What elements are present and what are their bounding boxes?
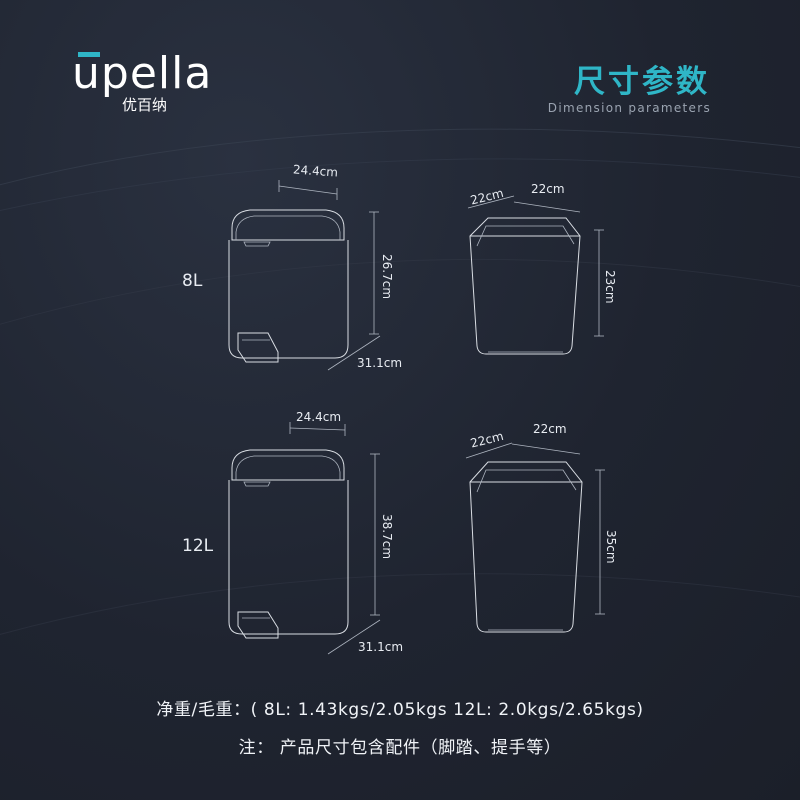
bin-12l-drawing [228, 422, 381, 655]
bin-12l-height-label: 38.7cm [380, 514, 394, 560]
weight-spec: 净重/毛重：( 8L: 1.43kgs/2.05kgs 12L: 2.0kgs/… [156, 700, 644, 720]
brand-logo: upella [72, 48, 213, 99]
brand-logo-accent [78, 52, 100, 57]
bucket-12l-height-label: 35cm [604, 530, 618, 564]
bin-12l-depth-label: 31.1cm [358, 640, 404, 654]
bucket-8l-width-label: 22cm [531, 182, 565, 196]
bin-8l-depth-label: 31.1cm [357, 356, 403, 370]
bin-8l-height-label: 26.7cm [380, 254, 394, 300]
capacity-label-8l: 8L [182, 271, 203, 291]
brand-logo-block: upella 优百纳 [72, 48, 213, 115]
bucket-12l-width-label: 22cm [533, 422, 567, 436]
brand-cn-name: 优百纳 [122, 96, 168, 114]
bucket-8l-height-label: 23cm [603, 270, 617, 304]
bucket-12l-drawing [465, 442, 605, 633]
bucket-8l-drawing [467, 195, 604, 355]
bin-8l-drawing [228, 180, 381, 371]
page-title: 尺寸参数 [574, 64, 710, 100]
accessory-note: 注： 产品尺寸包含配件（脚踏、提手等） [238, 738, 562, 758]
capacity-label-12l: 12L [182, 536, 214, 556]
page-subtitle: Dimension parameters [547, 101, 711, 115]
bin-12l-width-label: 24.4cm [296, 410, 342, 424]
